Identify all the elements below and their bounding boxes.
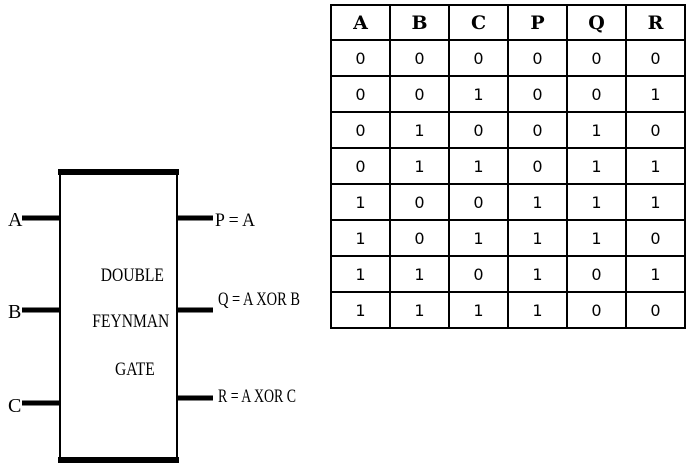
- cell-a: 0: [330, 39, 391, 77]
- cell-c: 1: [448, 291, 509, 329]
- output-label-p: P = A: [215, 210, 255, 231]
- cell-q: 1: [566, 147, 627, 185]
- cell-r: 0: [625, 219, 686, 257]
- cell-a: 0: [330, 111, 391, 149]
- truth-table-header-row: A B C P Q R: [330, 4, 686, 41]
- cell-q: 1: [566, 111, 627, 149]
- output-label-r: R = A XOR C: [218, 386, 296, 407]
- cell-a: 1: [330, 291, 391, 329]
- cell-a: 1: [330, 255, 391, 293]
- cell-q: 0: [566, 39, 627, 77]
- feynman-gate-diagram: DOUBLE FEYNMAN GATE A B C P = A Q = A XO…: [8, 169, 300, 463]
- cell-q: 0: [566, 75, 627, 113]
- cell-b: 1: [389, 111, 450, 149]
- header-p: P: [507, 4, 568, 41]
- cell-r: 1: [625, 255, 686, 293]
- cell-c: 0: [448, 111, 509, 149]
- gate-label-line-1: DOUBLE: [101, 265, 164, 286]
- gate-label-line-2: FEYNMAN: [92, 311, 169, 332]
- cell-b: 0: [389, 39, 450, 77]
- cell-a: 1: [330, 219, 391, 257]
- cell-p: 1: [507, 219, 568, 257]
- cell-p: 0: [507, 147, 568, 185]
- cell-p: 1: [507, 183, 568, 221]
- cell-r: 1: [625, 75, 686, 113]
- cell-a: 0: [330, 75, 391, 113]
- input-label-b: B: [8, 301, 21, 323]
- cell-p: 0: [507, 39, 568, 77]
- cell-b: 1: [389, 147, 450, 185]
- gate-label-line-3: GATE: [115, 359, 155, 380]
- cell-c: 0: [448, 183, 509, 221]
- cell-a: 0: [330, 147, 391, 185]
- cell-q: 0: [566, 255, 627, 293]
- cell-p: 0: [507, 111, 568, 149]
- cell-b: 0: [389, 219, 450, 257]
- cell-b: 1: [389, 255, 450, 293]
- cell-c: 0: [448, 255, 509, 293]
- cell-r: 0: [625, 39, 686, 77]
- header-q: Q: [566, 4, 627, 41]
- cell-r: 1: [625, 147, 686, 185]
- input-label-a: A: [8, 209, 23, 231]
- header-b: B: [389, 4, 450, 41]
- cell-b: 1: [389, 291, 450, 329]
- cell-p: 0: [507, 75, 568, 113]
- cell-b: 0: [389, 183, 450, 221]
- input-label-c: C: [8, 395, 21, 417]
- cell-p: 1: [507, 291, 568, 329]
- header-a: A: [330, 4, 391, 41]
- cell-p: 1: [507, 255, 568, 293]
- cell-q: 0: [566, 291, 627, 329]
- cell-c: 1: [448, 219, 509, 257]
- cell-q: 1: [566, 183, 627, 221]
- cell-r: 0: [625, 291, 686, 329]
- header-r: R: [625, 4, 686, 41]
- cell-c: 1: [448, 147, 509, 185]
- cell-r: 1: [625, 183, 686, 221]
- header-c: C: [448, 4, 509, 41]
- cell-r: 0: [625, 111, 686, 149]
- cell-c: 1: [448, 75, 509, 113]
- cell-a: 1: [330, 183, 391, 221]
- cell-b: 0: [389, 75, 450, 113]
- cell-q: 1: [566, 219, 627, 257]
- output-label-q: Q = A XOR B: [218, 289, 300, 310]
- cell-c: 0: [448, 39, 509, 77]
